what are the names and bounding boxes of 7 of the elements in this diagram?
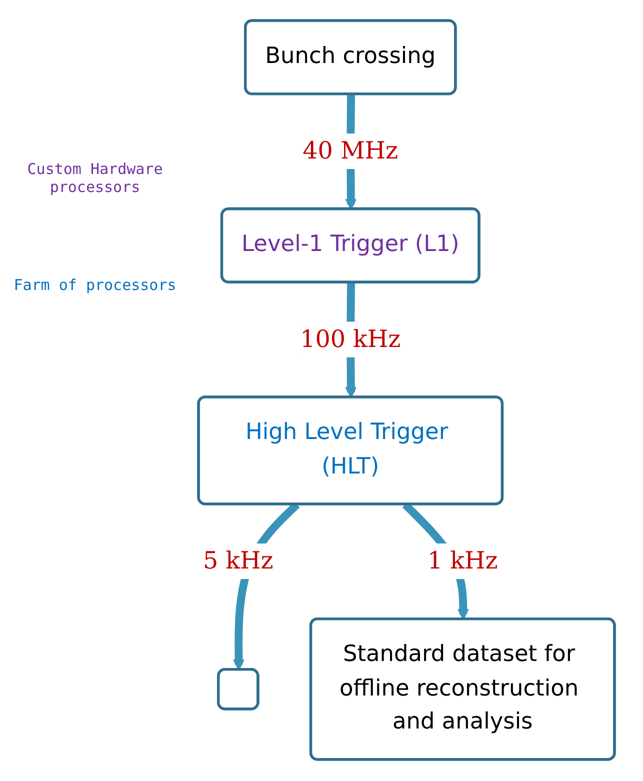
flowchart: Bunch crossing 40 MHz Level-1 Trigger (L1) 100 kHz High Level Trigger (HLT) 5 kHz 1 kHz Standard dataset for offline reconstruction and analysis <box>180 10 633 770</box>
edge-label: 5 kHz <box>202 547 274 576</box>
side-note: Farm of processors <box>12 276 178 294</box>
edge-label: 1 kHz <box>427 547 498 576</box>
side-note: Custom Hardware processors <box>26 160 164 196</box>
edge-label: 40 MHz <box>302 137 398 166</box>
edge-label: 100 kHz <box>300 326 401 354</box>
